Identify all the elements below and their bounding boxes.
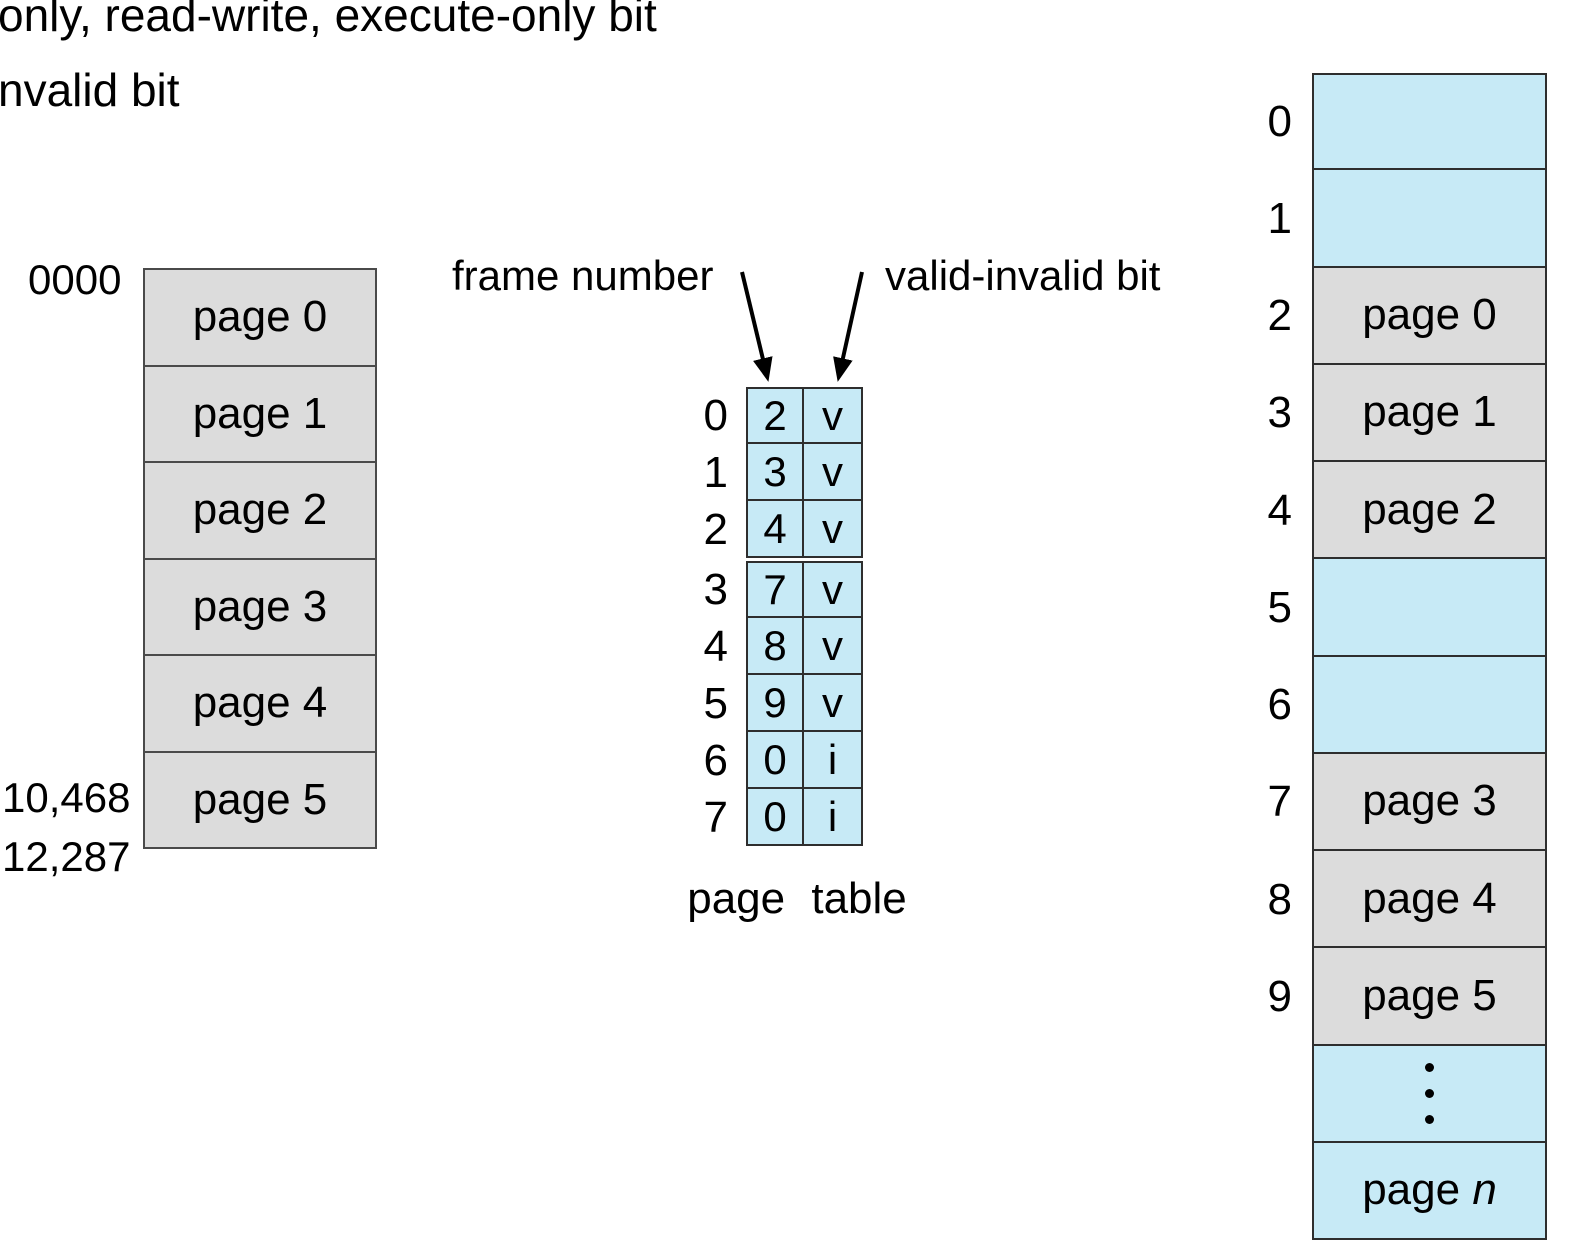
physical-memory-frame-row: 5 (1240, 559, 1547, 657)
page-table-row-index: 3 (703, 564, 728, 614)
frame-index-label: 7 (1267, 777, 1292, 827)
page-table-row: 1 3 v (650, 444, 863, 501)
page-table-row-index: 2 (703, 504, 728, 554)
page-table-caption: page table (687, 874, 907, 923)
frame-content-label: page 3 (1362, 776, 1497, 826)
page-table-row: 2 4 v (650, 501, 863, 558)
valid-bit-cell: v (804, 561, 863, 618)
physical-memory-frame-row: 4 page 2 (1240, 462, 1547, 560)
logical-page-cell: page 5 (145, 750, 375, 847)
valid-bit-cell: v (804, 387, 863, 444)
physical-memory-frame-row (1240, 1045, 1547, 1143)
page-table-row-index: 6 (703, 735, 728, 785)
pointer-arrows (740, 271, 864, 382)
page-table-row-index: 7 (703, 792, 728, 842)
physical-memory-frame-row: 8 page 4 (1240, 851, 1547, 949)
frame-index-label: 0 (1267, 96, 1292, 146)
physical-memory: 0 1 2 page 0 3 page 1 4 page 2 5 6 (1240, 73, 1547, 1240)
heading-line-2: nvalid bit (0, 64, 180, 116)
frame-number-cell: 7 (746, 561, 804, 618)
valid-invalid-bit-label: valid-invalid bit (885, 252, 1161, 299)
frame-index-label: 1 (1267, 193, 1292, 243)
page-table-row: 0 2 v (650, 387, 863, 444)
page-table-row: 3 7 v (650, 561, 863, 618)
frame-number-label: frame number (452, 252, 714, 299)
frame-cell: page 1 (1312, 364, 1547, 462)
vertical-ellipsis (1425, 1062, 1434, 1124)
valid-bit-cell: v (804, 618, 863, 675)
frame-content-label: page 1 (1362, 387, 1497, 437)
address-10468: 10,468 (2, 774, 131, 821)
address-0000: 0000 (28, 256, 122, 303)
frame-cell (1312, 73, 1547, 171)
logical-page-cell: page 2 (145, 461, 375, 558)
frame-cell: page n (1312, 1142, 1547, 1240)
frame-cell: page 3 (1312, 753, 1547, 851)
frame-cell: page 4 (1312, 851, 1547, 949)
frame-content-label: page 5 (1362, 970, 1497, 1020)
logical-page-cell: page 4 (145, 654, 375, 751)
physical-memory-frame-row: page n (1240, 1142, 1547, 1240)
page-table-row-index: 5 (703, 678, 728, 728)
frame-index-label (1240, 1143, 1312, 1240)
page-table: 0 2 v 1 3 v 2 4 v 3 7 v 4 8 v 5 9 v 6 0 … (650, 387, 863, 846)
frame-index-label: 9 (1267, 971, 1292, 1021)
physical-memory-frame-row: 1 (1240, 170, 1547, 268)
frame-number-cell: 4 (746, 501, 804, 558)
valid-bit-cell: v (804, 444, 863, 501)
frame-cell (1312, 170, 1547, 268)
page-table-row-index: 1 (703, 447, 728, 497)
page-table-row: 7 0 i (650, 789, 863, 846)
logical-page-cell: page 0 (145, 270, 375, 365)
frame-index-label: 8 (1267, 874, 1292, 924)
valid-bit-cell: v (804, 501, 863, 558)
frame-index-label: 5 (1267, 582, 1292, 632)
page-table-row: 4 8 v (650, 618, 863, 675)
physical-memory-frame-row: 0 (1240, 73, 1547, 171)
frame-index-label: 3 (1267, 388, 1292, 438)
frame-number-cell: 0 (746, 789, 804, 846)
frame-number-cell: 2 (746, 387, 804, 444)
physical-memory-frame-row: 6 (1240, 656, 1547, 754)
valid-invalid-bit-arrow (833, 271, 864, 382)
frame-cell: page 2 (1312, 462, 1547, 560)
valid-bit-cell: i (804, 789, 863, 846)
physical-memory-frame-row: 3 page 1 (1240, 364, 1547, 462)
frame-cell (1312, 559, 1547, 657)
physical-memory-frame-row: 2 page 0 (1240, 267, 1547, 365)
frame-index-label: 6 (1267, 680, 1292, 730)
frame-number-cell: 9 (746, 675, 804, 732)
frame-index-label: 2 (1267, 291, 1292, 341)
frame-content-label: page n (1362, 1165, 1497, 1215)
frame-cell: page 5 (1312, 948, 1547, 1046)
frame-index-label (1240, 1046, 1312, 1143)
page-table-row-index: 4 (703, 621, 728, 671)
physical-memory-frame-row: 7 page 3 (1240, 753, 1547, 851)
valid-bit-cell: v (804, 675, 863, 732)
page-table-row: 5 9 v (650, 675, 863, 732)
page-table-row: 6 0 i (650, 732, 863, 789)
frame-index-label: 4 (1267, 485, 1292, 535)
frame-content-label: page 0 (1362, 290, 1497, 340)
frame-cell (1312, 1045, 1547, 1143)
frame-cell: page 0 (1312, 267, 1547, 365)
frame-cell (1312, 656, 1547, 754)
frame-number-arrow (740, 271, 773, 382)
address-12287: 12,287 (2, 833, 131, 880)
page-table-row-index: 0 (703, 390, 728, 440)
logical-page-cell: page 3 (145, 557, 375, 654)
heading-line-1: only, read-write, execute-only bit (0, 0, 657, 41)
physical-memory-frame-row: 9 page 5 (1240, 948, 1547, 1046)
frame-content-label: page 4 (1362, 873, 1497, 923)
frame-number-cell: 3 (746, 444, 804, 501)
valid-bit-cell: i (804, 732, 863, 789)
frame-number-cell: 8 (746, 618, 804, 675)
frame-content-label: page 2 (1362, 484, 1497, 534)
frame-number-cell: 0 (746, 732, 804, 789)
logical-page-cell: page 1 (145, 364, 375, 461)
